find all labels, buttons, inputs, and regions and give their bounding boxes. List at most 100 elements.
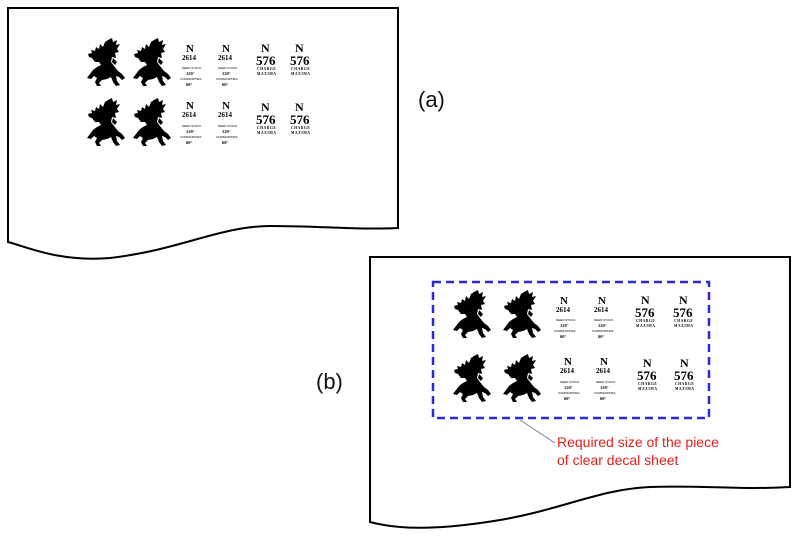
- callout-leader-line: [519, 419, 556, 444]
- panel-b: (b) N 2614 NEED STOCK 120° COMMODITIES 6…: [316, 256, 791, 529]
- svg-text:CHARGE: CHARGE: [636, 319, 655, 323]
- svg-text:N: N: [564, 356, 572, 368]
- svg-text:2614: 2614: [560, 367, 575, 375]
- svg-text:60°: 60°: [222, 140, 229, 145]
- svg-text:NEED STOCK: NEED STOCK: [560, 380, 579, 384]
- svg-text:COMMODITIES: COMMODITIES: [594, 391, 616, 395]
- svg-text:2614: 2614: [218, 54, 233, 62]
- svg-text:CHARGE: CHARGE: [674, 319, 693, 323]
- sheet-a-outline: [7, 7, 399, 260]
- svg-text:120°: 120°: [564, 385, 573, 390]
- decal-576: N 576 CHARGE MAXIMA: [635, 293, 656, 328]
- decal-576: N 576 CHARGE MAXIMA: [674, 356, 695, 391]
- svg-text:576: 576: [256, 112, 276, 127]
- svg-text:COMMODITIES: COMMODITIES: [558, 391, 580, 395]
- svg-text:N: N: [295, 41, 304, 55]
- svg-text:NEED STOCK: NEED STOCK: [182, 66, 201, 70]
- svg-text:NEED STOCK: NEED STOCK: [218, 124, 237, 128]
- svg-text:120°: 120°: [186, 129, 195, 134]
- decal-2614: N 2614 NEED STOCK 120° COMMODITIES 60°: [554, 295, 576, 339]
- svg-text:120°: 120°: [222, 71, 231, 76]
- svg-text:COMMODITIES: COMMODITIES: [554, 329, 576, 333]
- decal-2614: N 2614 NEED STOCK 120° COMMODITIES 60°: [180, 100, 202, 145]
- svg-text:2614: 2614: [182, 54, 197, 62]
- svg-text:N: N: [295, 100, 304, 114]
- decal-2614: N 2614 NEED STOCK 120° COMMODITIES 60°: [594, 356, 616, 401]
- svg-text:NEED STOCK: NEED STOCK: [182, 124, 201, 128]
- svg-text:60°: 60°: [186, 82, 193, 87]
- svg-text:N: N: [641, 293, 650, 307]
- svg-text:2614: 2614: [594, 306, 609, 314]
- svg-text:CHARGE: CHARGE: [257, 126, 276, 130]
- svg-text:N: N: [261, 100, 270, 114]
- svg-text:MAXIMA: MAXIMA: [636, 324, 656, 328]
- svg-text:60°: 60°: [600, 396, 607, 401]
- panel-b-label: (b): [316, 369, 343, 394]
- callout-text-line1: Required size of the piece: [557, 434, 719, 450]
- svg-text:MAXIMA: MAXIMA: [257, 72, 277, 76]
- svg-text:CHARGE: CHARGE: [675, 382, 694, 386]
- decal-576: N 576 CHARGE MAXIMA: [637, 356, 658, 391]
- svg-text:MAXIMA: MAXIMA: [257, 131, 277, 135]
- svg-text:MAXIMA: MAXIMA: [638, 387, 658, 391]
- svg-text:576: 576: [256, 53, 276, 68]
- svg-text:N: N: [186, 43, 194, 55]
- svg-text:120°: 120°: [598, 323, 607, 328]
- decal-576: N 576 CHARGE MAXIMA: [256, 100, 277, 135]
- decal-2614: N 2614 NEED STOCK 120° COMMODITIES 60°: [558, 356, 580, 401]
- svg-text:576: 576: [674, 368, 694, 383]
- svg-text:N: N: [679, 293, 688, 307]
- svg-text:2614: 2614: [596, 367, 611, 375]
- svg-text:N: N: [600, 356, 608, 368]
- svg-text:576: 576: [290, 112, 310, 127]
- svg-text:60°: 60°: [560, 334, 567, 339]
- svg-text:N: N: [643, 356, 652, 370]
- svg-text:MAXIMA: MAXIMA: [675, 387, 695, 391]
- svg-text:MAXIMA: MAXIMA: [291, 72, 311, 76]
- svg-text:N: N: [186, 100, 194, 112]
- decal-576: N 576 CHARGE MAXIMA: [256, 41, 277, 76]
- svg-text:COMMODITIES: COMMODITIES: [592, 329, 614, 333]
- decal-2614: N 2614 NEED STOCK 120° COMMODITIES 60°: [216, 100, 238, 145]
- svg-text:NEED STOCK: NEED STOCK: [596, 380, 615, 384]
- svg-text:COMMODITIES: COMMODITIES: [216, 135, 238, 139]
- svg-text:576: 576: [637, 368, 657, 383]
- svg-text:120°: 120°: [222, 129, 231, 134]
- svg-text:COMMODITIES: COMMODITIES: [216, 77, 238, 81]
- svg-text:NEED STOCK: NEED STOCK: [218, 66, 237, 70]
- svg-text:576: 576: [673, 305, 693, 320]
- decal-576: N 576 CHARGE MAXIMA: [673, 293, 693, 328]
- svg-text:576: 576: [290, 53, 310, 68]
- svg-text:NEED STOCK: NEED STOCK: [594, 318, 613, 322]
- svg-text:CHARGE: CHARGE: [638, 382, 657, 386]
- svg-text:60°: 60°: [222, 82, 229, 87]
- svg-text:COMMODITIES: COMMODITIES: [180, 135, 202, 139]
- callout-text-line2: of clear decal sheet: [557, 452, 679, 468]
- svg-text:NEED STOCK: NEED STOCK: [556, 318, 575, 322]
- decal-2614: N 2614 NEED STOCK 120° COMMODITIES 60°: [180, 43, 202, 87]
- svg-text:CHARGE: CHARGE: [257, 67, 276, 71]
- svg-text:2614: 2614: [182, 111, 197, 119]
- panel-a: (a) N 2614 NEED STOCK 120° COMMODITIES 6…: [7, 7, 445, 260]
- decal-group-a: N 2614 NEED STOCK 120° COMMODITIES 60° N…: [87, 38, 311, 146]
- svg-text:N: N: [680, 356, 689, 370]
- svg-text:N: N: [222, 43, 230, 55]
- decal-group-b: N 2614 NEED STOCK 120° COMMODITIES 60° N…: [453, 290, 695, 402]
- svg-text:120°: 120°: [560, 323, 569, 328]
- svg-text:N: N: [560, 295, 568, 307]
- svg-text:60°: 60°: [564, 396, 571, 401]
- svg-text:MAXIMA: MAXIMA: [291, 131, 311, 135]
- decal-2614: N 2614 NEED STOCK 120° COMMODITIES 60°: [216, 43, 238, 87]
- svg-text:CHARGE: CHARGE: [291, 67, 310, 71]
- svg-text:60°: 60°: [186, 140, 193, 145]
- svg-text:COMMODITIES: COMMODITIES: [180, 77, 202, 81]
- panel-a-label: (a): [418, 87, 445, 112]
- svg-text:120°: 120°: [186, 71, 195, 76]
- svg-text:N: N: [261, 41, 270, 55]
- decal-576: N 576 CHARGE MAXIMA: [290, 100, 311, 135]
- svg-text:N: N: [598, 295, 606, 307]
- svg-text:N: N: [222, 100, 230, 112]
- decal-576: N 576 CHARGE MAXIMA: [290, 41, 311, 76]
- svg-text:60°: 60°: [598, 334, 605, 339]
